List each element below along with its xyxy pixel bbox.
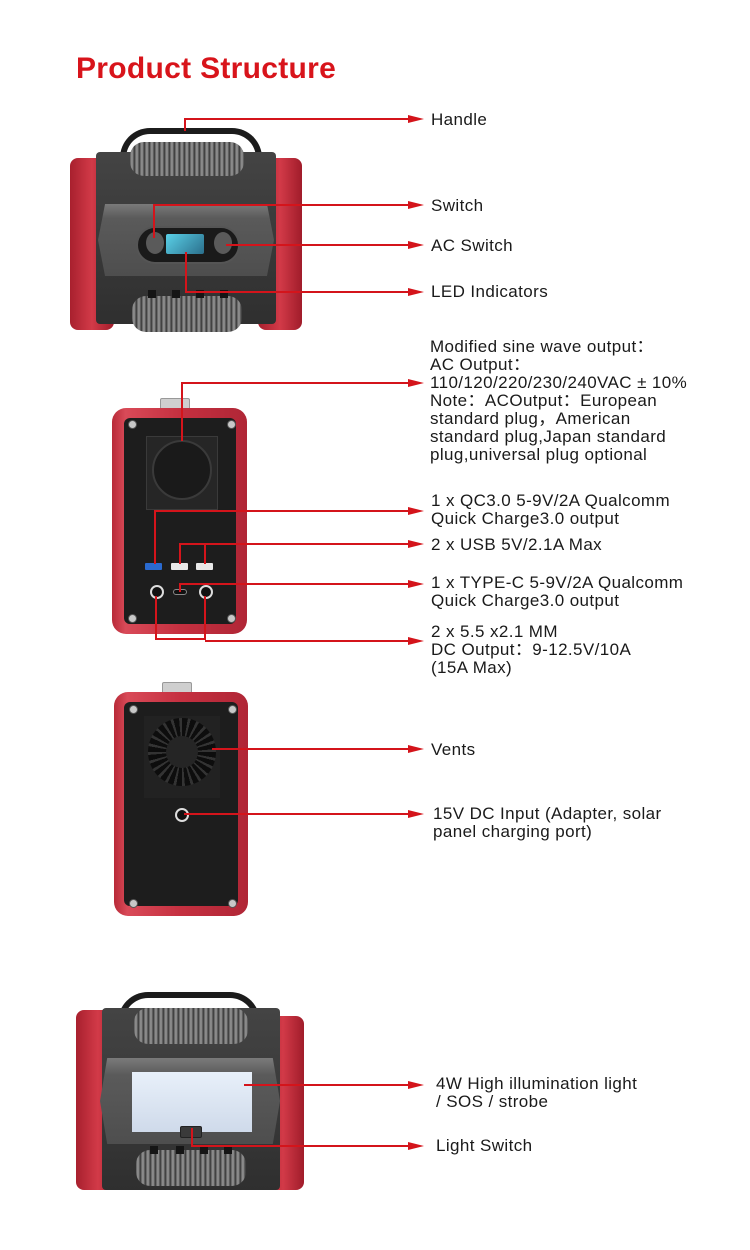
callout-line bbox=[153, 204, 408, 206]
label-light-switch: Light Switch bbox=[436, 1136, 533, 1155]
callout-line bbox=[184, 813, 408, 815]
power-switch-button[interactable] bbox=[146, 232, 164, 254]
label-handle: Handle bbox=[431, 110, 488, 129]
vent-slot bbox=[148, 290, 156, 298]
arrow-icon bbox=[408, 201, 424, 209]
label-vents: Vents bbox=[431, 740, 476, 759]
usb-port-2[interactable] bbox=[196, 563, 213, 570]
label-light: 4W High illumination light / SOS / strob… bbox=[436, 1074, 638, 1111]
callout-line bbox=[179, 583, 408, 585]
qc30-usb-port[interactable] bbox=[145, 563, 162, 570]
top-coil-grip bbox=[130, 142, 244, 176]
vent-slot bbox=[150, 1146, 158, 1154]
arrow-icon bbox=[408, 637, 424, 645]
top-coil-grip bbox=[134, 1008, 248, 1044]
arrow-icon bbox=[408, 241, 424, 249]
callout-line bbox=[181, 382, 408, 384]
screw bbox=[129, 705, 138, 714]
arrow-icon bbox=[408, 379, 424, 387]
callout-line bbox=[154, 510, 408, 512]
label-led-indicators: LED Indicators bbox=[431, 282, 549, 301]
bottom-coil-grip bbox=[132, 296, 242, 332]
bottom-coil-grip bbox=[136, 1150, 246, 1186]
callout-line bbox=[212, 748, 408, 750]
screw bbox=[128, 614, 137, 623]
page-title: Product Structure bbox=[76, 52, 337, 85]
label-ac-output: Modified sine wave output： AC Output： 11… bbox=[430, 337, 688, 464]
callout-line bbox=[226, 244, 408, 246]
arrow-icon bbox=[408, 288, 424, 296]
callout-line bbox=[205, 640, 408, 642]
ac-outlet[interactable] bbox=[152, 440, 212, 500]
high-illumination-light bbox=[132, 1072, 252, 1132]
ac-switch-button[interactable] bbox=[214, 232, 232, 254]
arrow-icon bbox=[408, 810, 424, 818]
arrow-icon bbox=[408, 745, 424, 753]
callout-line bbox=[179, 544, 181, 564]
callout-line bbox=[155, 596, 157, 640]
callout-line bbox=[154, 510, 156, 564]
label-switch: Switch bbox=[431, 196, 484, 215]
callout-line bbox=[181, 383, 183, 441]
callout-line bbox=[204, 596, 206, 640]
screw bbox=[128, 420, 137, 429]
vent-slot bbox=[220, 290, 228, 298]
arrow-icon bbox=[408, 115, 424, 123]
led-display bbox=[166, 234, 204, 254]
callout-line bbox=[184, 119, 186, 131]
arrow-icon bbox=[408, 507, 424, 515]
callout-line bbox=[244, 1084, 408, 1086]
label-usb: 2 x USB 5V/2.1A Max bbox=[431, 535, 603, 554]
dc-output-port-2[interactable] bbox=[199, 585, 213, 599]
callout-line bbox=[155, 638, 205, 640]
callout-line bbox=[191, 1145, 408, 1147]
callout-line bbox=[204, 544, 206, 564]
screw bbox=[227, 420, 236, 429]
arrow-icon bbox=[408, 1142, 424, 1150]
label-type-c: 1 x TYPE-C 5-9V/2A Qualcomm Quick Charge… bbox=[431, 573, 684, 610]
screw bbox=[228, 705, 237, 714]
callout-line bbox=[184, 118, 408, 120]
dc-input-port[interactable] bbox=[175, 808, 189, 822]
arrow-icon bbox=[408, 580, 424, 588]
fan-center bbox=[166, 736, 198, 768]
callout-line bbox=[179, 584, 181, 592]
screw bbox=[228, 899, 237, 908]
vent-slot bbox=[196, 290, 204, 298]
vent-slot bbox=[200, 1146, 208, 1154]
arrow-icon bbox=[408, 540, 424, 548]
dc-output-port-1[interactable] bbox=[150, 585, 164, 599]
label-dc-input: 15V DC Input (Adapter, solar panel charg… bbox=[433, 804, 662, 841]
screw bbox=[227, 614, 236, 623]
label-dc-output: 2 x 5.5 x2.1 MM DC Output：9-12.5V/10A (1… bbox=[431, 622, 632, 677]
vent-slot bbox=[224, 1146, 232, 1154]
callout-line bbox=[179, 543, 408, 545]
label-qc30: 1 x QC3.0 5-9V/2A Qualcomm Quick Charge3… bbox=[431, 491, 671, 528]
usb-port-1[interactable] bbox=[171, 563, 188, 570]
screw bbox=[129, 899, 138, 908]
arrow-icon bbox=[408, 1081, 424, 1089]
callout-line bbox=[185, 291, 408, 293]
handle bbox=[120, 128, 262, 164]
callout-line bbox=[185, 252, 187, 292]
vent-slot bbox=[176, 1146, 184, 1154]
callout-line bbox=[191, 1128, 193, 1146]
label-ac-switch: AC Switch bbox=[431, 236, 514, 255]
callout-line bbox=[153, 204, 155, 238]
vent-slot bbox=[172, 290, 180, 298]
